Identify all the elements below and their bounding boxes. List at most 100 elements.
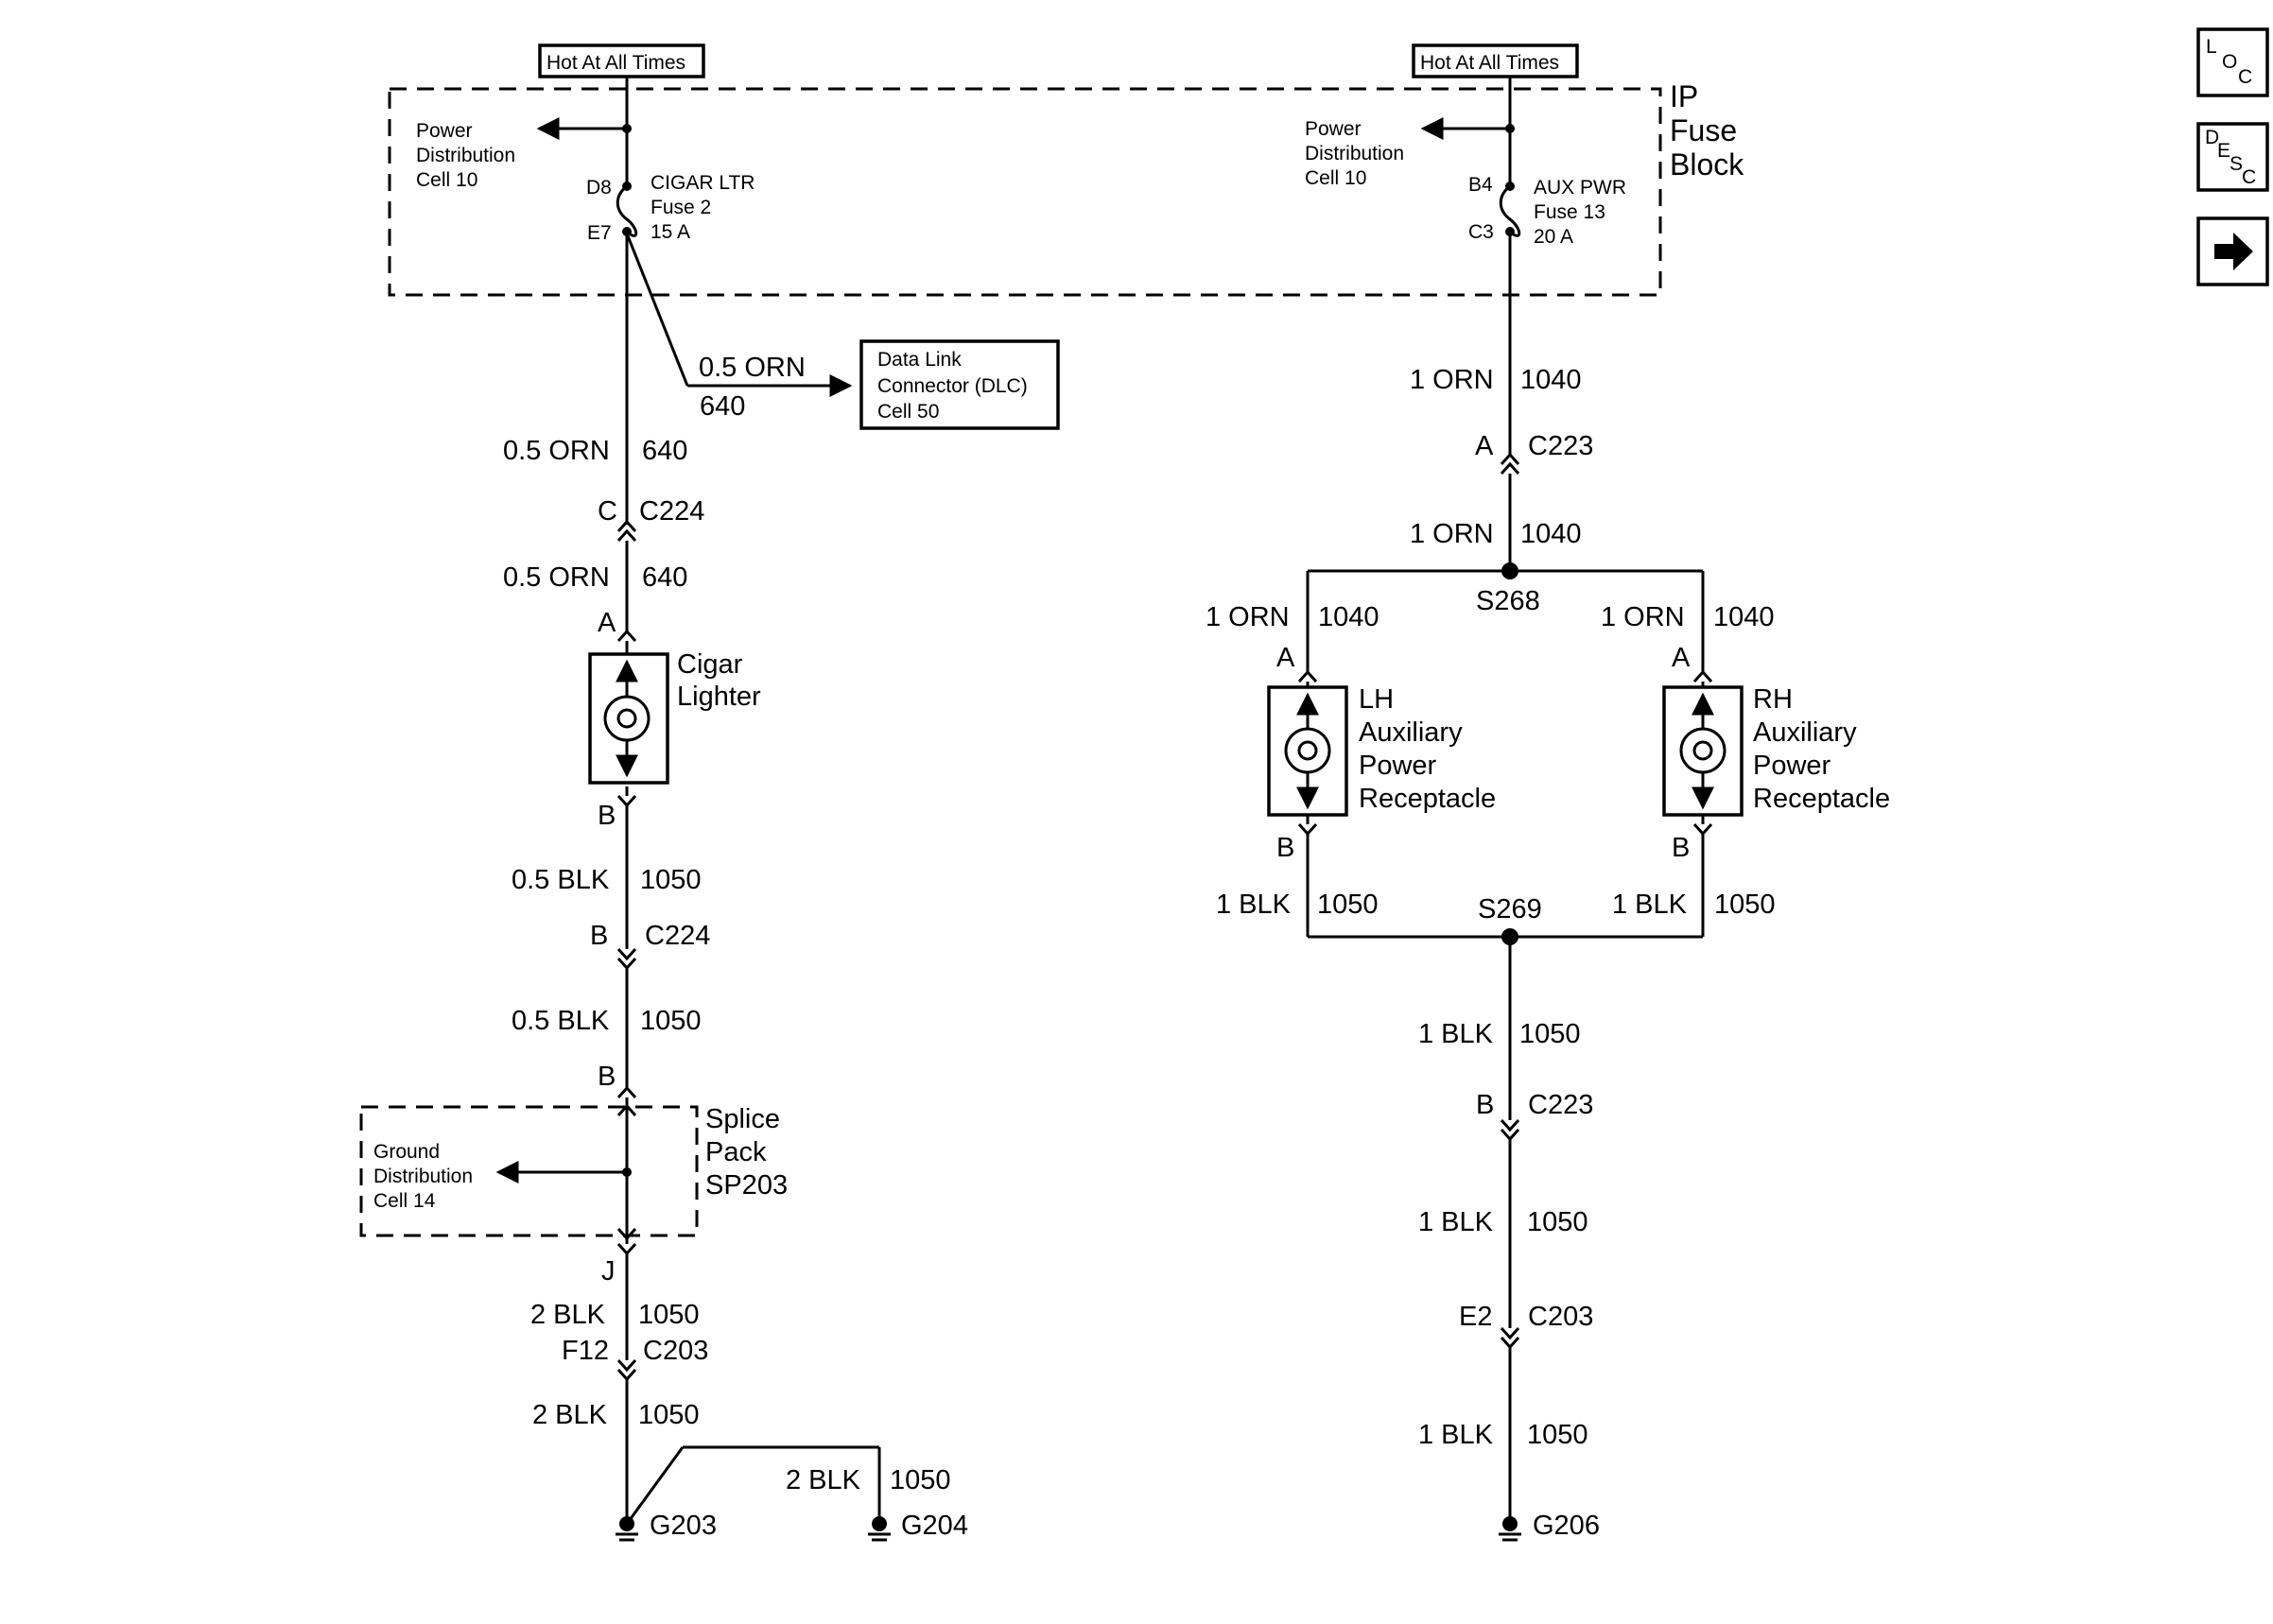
rh-label-1: RH — [1753, 684, 1793, 715]
left-w7-color: 2 BLK — [786, 1465, 861, 1495]
lh-label-3: Power — [1359, 751, 1437, 781]
right-hot-label: Hot At All Times — [1420, 52, 1559, 74]
left-pd-line1: Power — [416, 120, 473, 142]
lh-label-4: Receptacle — [1359, 784, 1496, 814]
lh-pin-b: B — [1276, 833, 1294, 863]
right-pd-line2: Distribution — [1305, 143, 1404, 164]
left-w6-color: 2 BLK — [532, 1400, 608, 1430]
left-fuse-pin-e7: E7 — [587, 222, 612, 244]
splice-s269: S269 — [1478, 894, 1542, 924]
rh-ground-color: 1 BLK — [1612, 890, 1688, 920]
left-w1-color: 0.5 ORN — [503, 436, 610, 466]
left-fuse-assembly — [536, 77, 638, 237]
c224-connector-b: C224 — [645, 921, 710, 951]
right-pd-line1: Power — [1305, 118, 1362, 140]
fuse-block-label-block: Block — [1670, 147, 1744, 181]
left-w5-num: 1050 — [638, 1300, 700, 1330]
ground-g204-icon — [868, 1516, 891, 1542]
lighter-pin-b: B — [598, 801, 616, 831]
left-w2-num: 640 — [642, 562, 687, 593]
splice-s268: S268 — [1476, 586, 1540, 616]
right-w5-color: 1 BLK — [1418, 1420, 1494, 1450]
splice-label-1: Splice — [705, 1104, 780, 1134]
splice-pin-b: B — [598, 1062, 616, 1092]
dlc-wire-color: 0.5 ORN — [699, 353, 806, 383]
rh-label-2: Auxiliary — [1753, 717, 1857, 748]
rh-label-3: Power — [1753, 751, 1831, 781]
lh-wire-num: 1040 — [1318, 602, 1379, 632]
c224-connector: C224 — [639, 496, 704, 527]
left-fuse-pin-d8: D8 — [586, 177, 612, 199]
right-fuse-name: AUX PWR — [1534, 177, 1626, 199]
right-w3-num: 1050 — [1519, 1019, 1581, 1049]
c203-right-connector: C203 — [1528, 1302, 1593, 1332]
c223-pin-a: A — [1475, 431, 1494, 461]
loc-letter-l: L — [2206, 36, 2217, 58]
splice-pack-outline — [359, 1105, 699, 1237]
left-fuse-rating: 15 A — [651, 221, 690, 243]
right-w1-color: 1 ORN — [1410, 365, 1494, 395]
c223-pin-b: B — [1476, 1090, 1494, 1120]
rh-pin-a: A — [1672, 643, 1691, 673]
loc-letter-c: C — [2238, 66, 2252, 88]
cigar-lighter-component — [588, 652, 669, 785]
desc-button[interactable]: D E S C — [2196, 122, 2269, 192]
left-hot-at-all-times-box: Hot At All Times — [538, 43, 705, 78]
fuse-symbol-icon — [1499, 184, 1521, 237]
desc-letter-e: E — [2217, 140, 2230, 162]
right-fuse-pin-c3: C3 — [1468, 221, 1494, 243]
splice-pin-j: J — [601, 1256, 616, 1287]
right-w2-color: 1 ORN — [1410, 519, 1494, 549]
left-w4-color: 0.5 BLK — [512, 1006, 610, 1036]
desc-letter-s: S — [2230, 153, 2243, 175]
left-w1-num: 640 — [642, 436, 687, 466]
right-fuse-pin-b4: B4 — [1468, 174, 1493, 196]
right-fuse-rating: 20 A — [1534, 226, 1573, 248]
lh-ground-num: 1050 — [1317, 890, 1379, 920]
lh-pin-a: A — [1276, 643, 1295, 673]
dlc-label-3: Cell 50 — [877, 401, 939, 423]
c224-pin-b: B — [590, 921, 608, 951]
lh-label-2: Auxiliary — [1359, 717, 1463, 748]
splice-label-3: SP203 — [705, 1170, 788, 1201]
rh-receptacle-component — [1662, 685, 1744, 817]
right-w4-color: 1 BLK — [1418, 1207, 1494, 1237]
c203-left-connector: C203 — [643, 1336, 708, 1366]
lighter-label-1: Cigar — [677, 649, 743, 680]
dlc-branch-wire — [625, 233, 853, 397]
rh-wire-num: 1040 — [1713, 602, 1775, 632]
right-w5-num: 1050 — [1527, 1420, 1588, 1450]
ip-fuse-block-outline — [388, 87, 1662, 297]
ground-g204: G204 — [901, 1511, 968, 1541]
rh-ground-num: 1050 — [1714, 890, 1776, 920]
ground-g206: G206 — [1533, 1511, 1600, 1541]
right-fuse-number: Fuse 13 — [1534, 201, 1605, 223]
rh-wire-color: 1 ORN — [1601, 602, 1685, 632]
desc-letter-d: D — [2205, 127, 2219, 148]
left-pd-line3: Cell 10 — [416, 169, 477, 191]
fuse-block-label-ip: IP — [1670, 79, 1698, 113]
dlc-label-2: Connector (DLC) — [877, 375, 1028, 397]
c224-pin-c: C — [598, 496, 617, 527]
dlc-box: Data Link Connector (DLC) Cell 50 — [859, 339, 1060, 430]
desc-letter-c: C — [2242, 166, 2256, 188]
dlc-label-1: Data Link — [877, 349, 962, 371]
right-w1-num: 1040 — [1520, 365, 1582, 395]
left-w3-color: 0.5 BLK — [512, 865, 610, 895]
right-fuse-assembly — [1420, 77, 1521, 237]
ground-dist-2: Distribution — [373, 1166, 473, 1187]
ground-g203: G203 — [650, 1511, 717, 1541]
lighter-label-2: Lighter — [677, 682, 761, 712]
left-w4-num: 1050 — [640, 1006, 702, 1036]
fuse-symbol-icon — [616, 184, 638, 237]
loc-button[interactable]: L O C — [2196, 27, 2269, 97]
next-button[interactable] — [2196, 216, 2269, 286]
left-fuse-name: CIGAR LTR — [651, 172, 755, 194]
left-w6-num: 1050 — [638, 1400, 700, 1430]
splice-label-2: Pack — [705, 1137, 767, 1167]
rh-label-4: Receptacle — [1753, 784, 1890, 814]
c223-connector-b: C223 — [1528, 1090, 1593, 1120]
ground-dist-3: Cell 14 — [373, 1190, 436, 1212]
c223-connector: C223 — [1528, 431, 1593, 461]
